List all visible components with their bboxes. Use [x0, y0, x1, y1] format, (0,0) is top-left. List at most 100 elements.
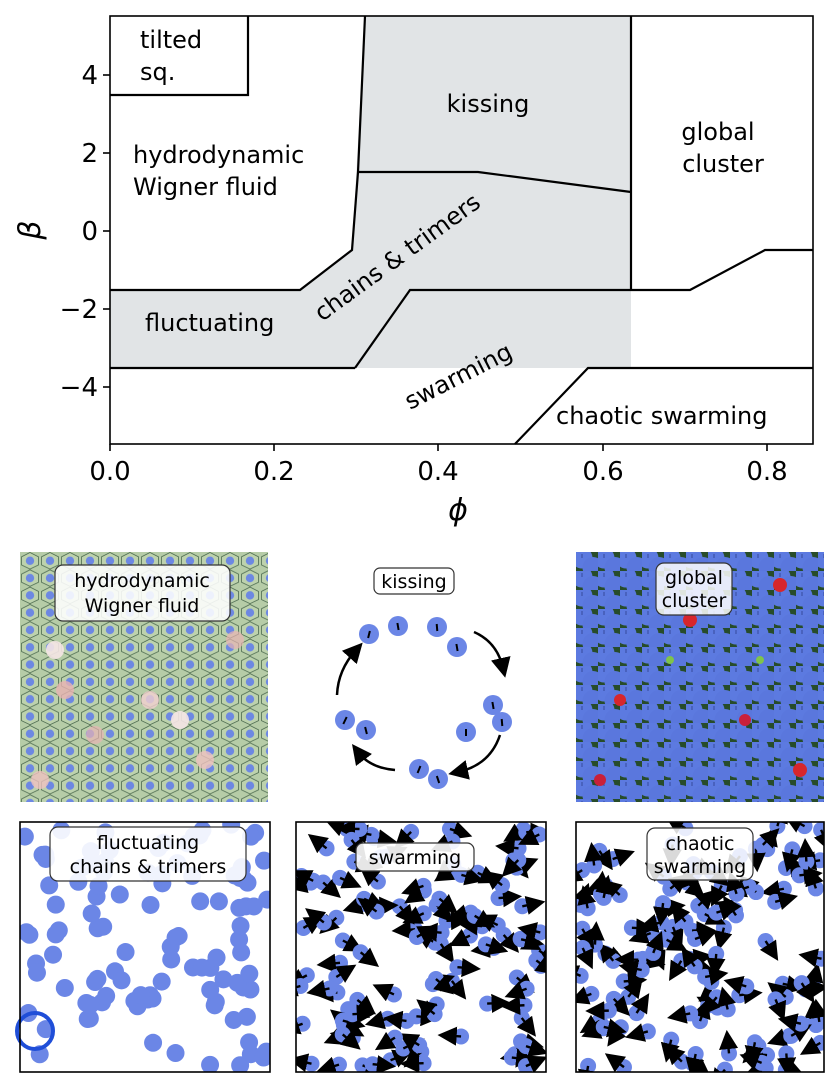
particle-velocity-arrow [681, 946, 701, 969]
wigner-label-line1: hydrodynamic [74, 570, 210, 592]
particle-orientation [491, 701, 495, 710]
particle [46, 895, 65, 914]
particle-orientation [396, 622, 400, 631]
particle-velocity-arrow [485, 936, 509, 955]
particle [230, 898, 249, 917]
swarming-chaotic-boundary [514, 366, 813, 445]
particle-orientation [367, 630, 371, 639]
y-ticks [103, 74, 110, 388]
chaotic-particles [576, 822, 824, 1072]
particle [131, 986, 150, 1005]
y-tick-label: 2 [81, 139, 98, 169]
particle-velocity-arrow [305, 908, 327, 928]
particle [244, 897, 263, 916]
particle-velocity-arrow [461, 866, 485, 886]
x-ticks [109, 444, 768, 451]
particle-velocity-arrow [798, 948, 822, 968]
fluctuating-label-box [49, 826, 247, 882]
kissing-chains-boundary [358, 170, 632, 194]
particle-velocity-arrow [525, 1038, 546, 1057]
particle-velocity-arrow [777, 1053, 797, 1072]
particle [231, 1056, 250, 1072]
region-global-line2: cluster [682, 150, 764, 178]
y-tick-label: −4 [60, 373, 98, 403]
fluctuating-label-line1: fluctuating [97, 832, 199, 854]
particle [231, 916, 250, 935]
region-fluctuating: fluctuating [145, 309, 274, 337]
particle-velocity-arrow [576, 965, 582, 984]
particle [201, 1055, 220, 1072]
particle [240, 1033, 259, 1052]
particle-velocity-arrow [668, 959, 688, 981]
particle-velocity-arrow [316, 953, 341, 973]
particle-velocity-arrow [487, 993, 511, 1014]
region-tilted-line1: tilted [140, 26, 202, 54]
chaotic-label-box [646, 827, 754, 881]
particle [209, 892, 228, 911]
particle-velocity-arrow [584, 842, 604, 866]
particle [296, 977, 309, 994]
particle [224, 1010, 243, 1029]
phase-diagram: 0.0 0.2 0.4 0.6 0.8 4 2 0 −2 −4 ϕ β tilt… [13, 15, 814, 528]
particle [86, 973, 105, 992]
particle-velocity-arrow [701, 994, 722, 1016]
particle [232, 943, 251, 962]
particle-velocity-arrow [603, 1018, 627, 1038]
global-label-line2: cluster [662, 590, 727, 612]
particle-velocity-arrow [372, 1055, 397, 1072]
x-axis-label: ϕ [448, 493, 468, 528]
particle-velocity-arrow [500, 995, 525, 1016]
shaded-region [110, 16, 631, 368]
cluster-defects [594, 578, 807, 786]
particle-velocity-arrow [418, 922, 442, 942]
particle-velocity-arrow [516, 1015, 536, 1037]
particle-velocity-arrow [359, 866, 381, 887]
particle-velocity-arrow [598, 942, 618, 964]
particle-velocity-arrow [774, 891, 799, 910]
particle-velocity-arrow [432, 974, 454, 995]
particle [80, 1009, 99, 1028]
particle [214, 970, 233, 989]
particle [166, 1044, 185, 1063]
phase-boundaries [110, 15, 813, 445]
particle-velocity-arrow [759, 939, 779, 961]
particle-velocity-arrow [401, 878, 424, 897]
particle-velocity-arrow [711, 885, 729, 907]
particle [20, 827, 34, 846]
particle-velocity-arrow [391, 920, 416, 940]
particle [112, 971, 131, 990]
particle [44, 945, 63, 964]
panel-wigner-fluid: hydrodynamic Wigner fluid [20, 552, 268, 802]
particle-velocity-arrow [437, 1026, 462, 1046]
particle-velocity-arrow [449, 822, 473, 840]
panel-chaotic-swarming: chaotic swarming [575, 821, 825, 1073]
chaotic-label-line1: chaotic [666, 833, 735, 855]
particle-velocity-arrow [473, 909, 496, 928]
y-tick-labels: 4 2 0 −2 −4 [60, 61, 98, 403]
particle-velocity-arrow [576, 947, 594, 970]
region-global-line1: global [681, 118, 754, 146]
particle-orientation [435, 623, 439, 632]
particle-velocity-arrow [609, 995, 631, 1016]
particle [81, 995, 100, 1014]
particle-velocity-arrow [723, 975, 747, 995]
particle-velocity-arrow [518, 827, 540, 846]
particle-velocity-arrow [781, 849, 801, 873]
particle-velocity-arrow [501, 856, 523, 877]
particle-velocity-arrow [795, 981, 815, 1003]
particle-velocity-arrow [334, 964, 357, 983]
particle-velocity-arrow [612, 848, 635, 867]
particle-velocity-arrow [760, 880, 785, 899]
particle [141, 895, 160, 914]
phase-regions [110, 16, 631, 368]
particle-velocity-arrow [483, 870, 505, 891]
particle-velocity-arrow [307, 833, 329, 854]
swarming-label-box [355, 842, 475, 872]
particle-velocity-arrow [436, 893, 458, 914]
particle-velocity-arrow [306, 979, 330, 999]
region-chaotic-swarming: chaotic swarming [556, 402, 767, 430]
swarming-label: swarming [369, 847, 461, 869]
particle-velocity-arrow [667, 1004, 691, 1024]
particle-velocity-arrow [374, 1031, 397, 1051]
particle-velocity-arrow [522, 895, 546, 915]
